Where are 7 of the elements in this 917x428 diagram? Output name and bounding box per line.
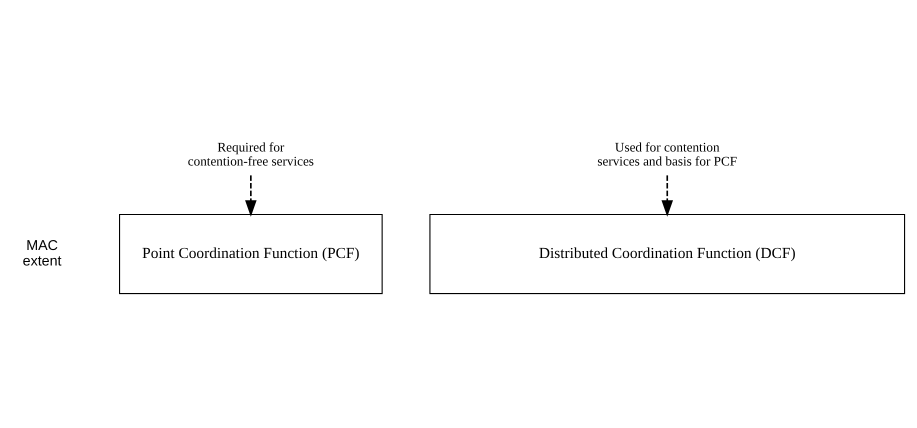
node-box: Distributed Coordination Function (DCF)	[429, 213, 906, 294]
node-text: Used for contention services and basis for PCF	[597, 138, 738, 168]
arrow	[661, 174, 674, 216]
arrow	[245, 174, 257, 216]
node-box: Point Coordination Function (PCF)	[119, 213, 383, 294]
node-text: Required for contention-free services	[188, 138, 314, 168]
label: MAC extent	[22, 238, 62, 269]
